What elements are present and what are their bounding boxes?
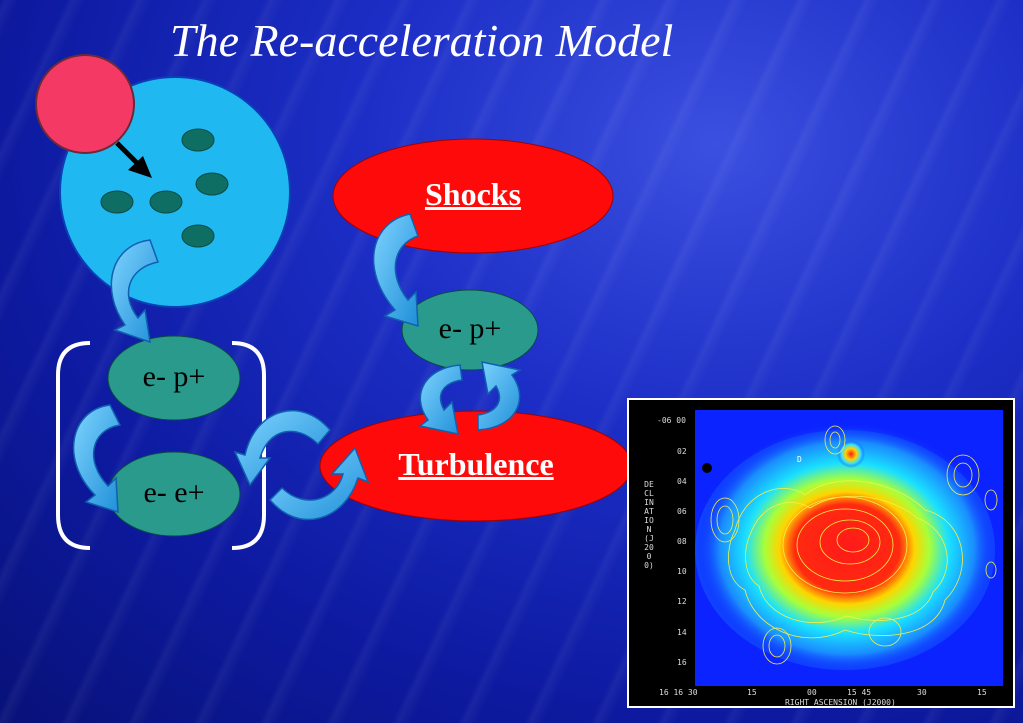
dark-source — [702, 463, 712, 473]
x-tick: 15 — [747, 688, 757, 697]
y-tick: 14 — [677, 628, 687, 637]
cluster-emission — [697, 423, 997, 673]
cluster-map-image: D — [695, 410, 1003, 686]
ep-left-node — [107, 335, 241, 421]
x-axis-label: RIGHT ASCENSION (J2000) — [785, 698, 896, 707]
map-annotation: D — [797, 455, 802, 464]
cluster-map-plot: D — [695, 410, 1003, 686]
y-tick: 04 — [677, 477, 687, 486]
point-source — [837, 440, 865, 468]
ee-left-label: e- e+ — [143, 476, 205, 509]
x-tick: 30 — [917, 688, 927, 697]
slide-title: The Re-acceleration Model — [170, 15, 674, 66]
cluster-dot — [195, 172, 229, 196]
cluster-dot — [149, 190, 183, 214]
y-tick: 06 — [677, 507, 687, 516]
y-tick: 10 — [677, 567, 687, 576]
y-axis-label: DECLINATION (J2000) — [644, 480, 654, 570]
x-tick: 00 — [807, 688, 817, 697]
cluster-dot — [181, 128, 215, 152]
y-tick: 16 — [677, 658, 687, 667]
cluster-dot — [100, 190, 134, 214]
ep-right-label: e- p+ — [438, 312, 502, 345]
left-bracket — [56, 341, 91, 550]
ep-left-label: e- p+ — [142, 360, 206, 393]
ep-right-node — [401, 289, 539, 371]
y-tick: 08 — [677, 537, 687, 546]
cluster-map-inset: DECLINATION (J2000) -06 00 02 04 06 08 1… — [627, 398, 1015, 708]
curved-arrow-icon — [72, 213, 522, 521]
black-arrow-icon — [115, 141, 152, 178]
x-tick: 15 45 — [847, 688, 872, 697]
cluster-dot — [181, 224, 215, 248]
y-tick: -06 00 — [657, 416, 686, 425]
y-tick: 02 — [677, 447, 687, 456]
contour-lines — [710, 425, 998, 665]
y-tick: 12 — [677, 597, 687, 606]
x-tick: 16 16 30 — [659, 688, 698, 697]
x-tick: 15 — [977, 688, 987, 697]
infalling-circle — [35, 54, 135, 154]
turbulence-label: Turbulence — [398, 446, 554, 482]
shocks-label: Shocks — [424, 176, 522, 212]
